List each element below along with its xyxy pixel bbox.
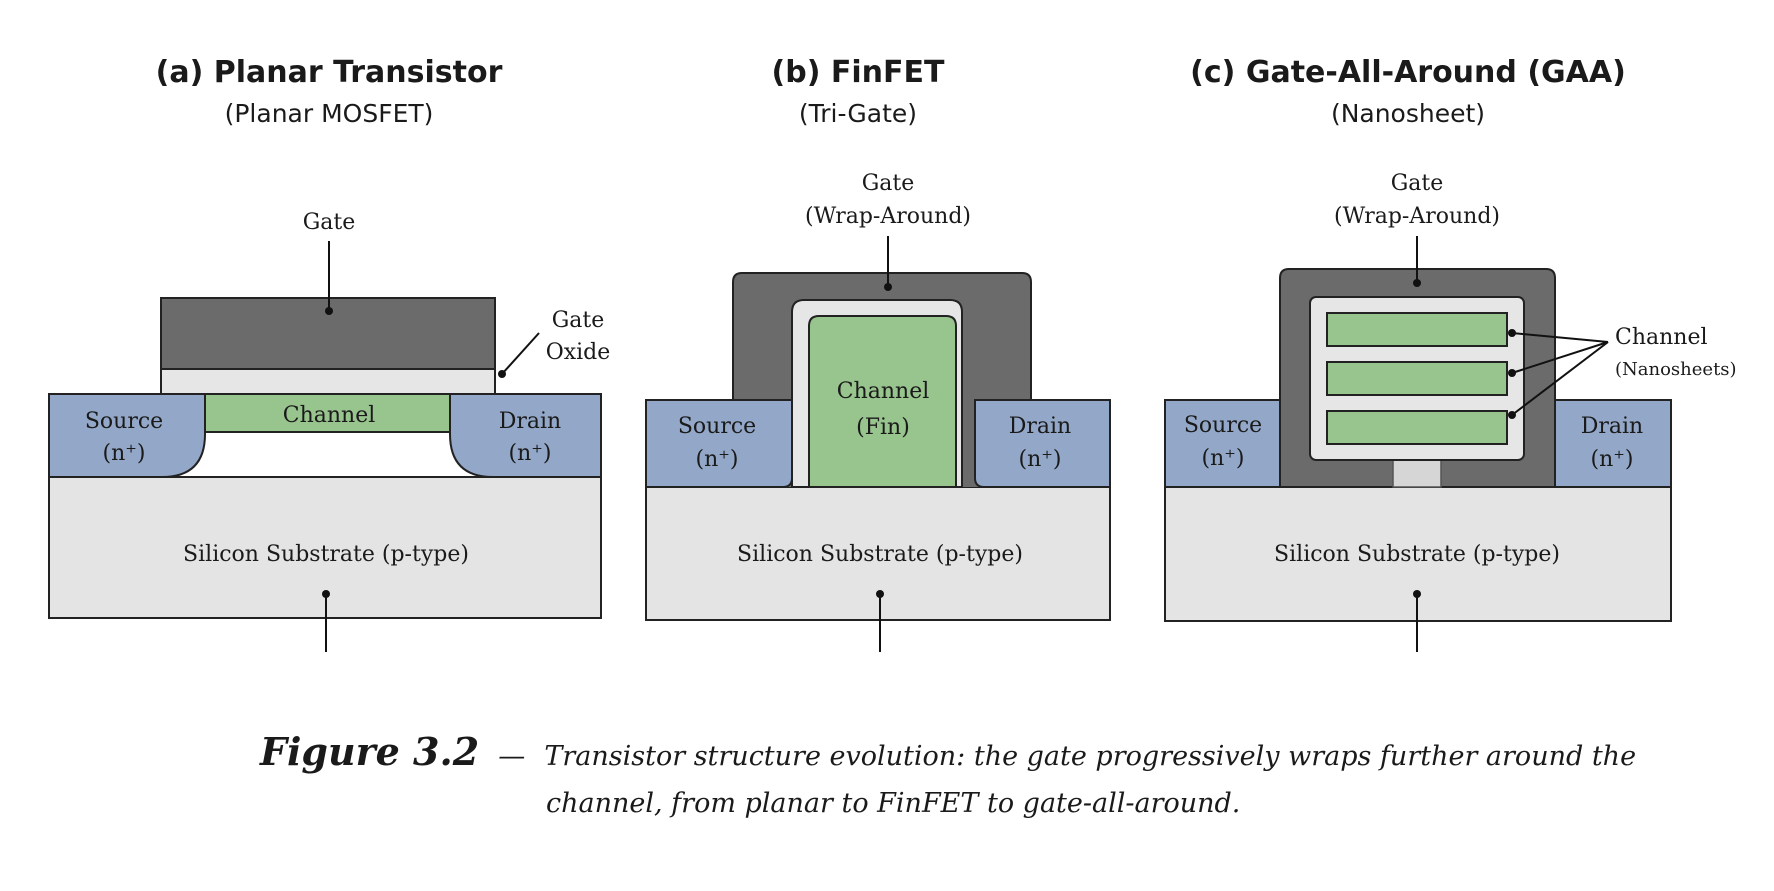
- gate-leader-dot: [325, 307, 333, 315]
- substrate-label: Silicon Substrate (p-type): [737, 542, 1023, 567]
- gate-oxide: [160, 368, 496, 395]
- panel-finfet: (b) FinFET (Tri-Gate) Channel (Fin) Sour…: [645, 55, 1111, 652]
- drain-label: Drain: [1009, 414, 1071, 439]
- drain-label: Drain: [1581, 414, 1643, 439]
- panel-a-subtitle: (Planar MOSFET): [225, 99, 434, 128]
- gate-leader-dot: [884, 283, 892, 291]
- caption-dash: —: [498, 741, 525, 772]
- drain-doping-label: (n⁺): [509, 441, 552, 466]
- nanosheets-label: (Nanosheets): [1615, 359, 1737, 380]
- source-region: [48, 393, 206, 478]
- panel-c-subtitle: (Nanosheet): [1331, 99, 1485, 128]
- panel-planar: (a) Planar Transistor (Planar MOSFET) Ch…: [48, 55, 611, 652]
- drain-doping-label: (n⁺): [1591, 447, 1634, 472]
- panel-b-subtitle: (Tri-Gate): [799, 99, 917, 128]
- panel-a-title: (a) Planar Transistor: [156, 55, 503, 90]
- source-label: Source: [1184, 413, 1262, 438]
- gate-oxide-label-2: Oxide: [546, 340, 611, 365]
- source-label: Source: [678, 414, 756, 439]
- channel-leader-top: [1511, 332, 1609, 343]
- nanosheet-top: [1326, 312, 1508, 347]
- source-doping-label: (n⁺): [103, 441, 146, 466]
- oxide-leader-line: [501, 332, 540, 375]
- panel-b-title: (b) FinFET: [772, 55, 945, 90]
- gate-leader-dot: [1413, 279, 1421, 287]
- caption-text-1: Transistor structure evolution: the gate…: [544, 741, 1636, 772]
- source-label: Source: [85, 409, 163, 434]
- nanosheet-bottom: [1326, 410, 1508, 445]
- channel-label: Channel: [837, 379, 930, 404]
- drain-region: [974, 399, 1111, 488]
- channel-leader-dot: [1508, 411, 1516, 419]
- caption-line-1: Figure 3.2 — Transistor structure evolut…: [259, 729, 1636, 774]
- drain-doping-label: (n⁺): [1019, 447, 1062, 472]
- pedestal: [1392, 459, 1442, 488]
- substrate-label: Silicon Substrate (p-type): [183, 542, 469, 567]
- channel-leader-dot: [1508, 369, 1516, 377]
- gate-oxide-label-1: Gate: [552, 308, 605, 333]
- gate-label: Gate: [862, 171, 915, 196]
- channel-label: Channel: [283, 403, 376, 428]
- gate-label: Gate: [1391, 171, 1444, 196]
- drain-region: [1554, 399, 1672, 488]
- drain-region: [449, 393, 602, 478]
- fin-channel: [808, 315, 957, 488]
- source-doping-label: (n⁺): [1202, 446, 1245, 471]
- source-region: [1164, 399, 1281, 488]
- figure-caption: Figure 3.2 — Transistor structure evolut…: [259, 729, 1636, 819]
- source-region: [645, 399, 793, 488]
- channel-leader-dot: [1508, 329, 1516, 337]
- fin-label: (Fin): [856, 415, 910, 440]
- caption-text-2: channel, from planar to FinFET to gate-a…: [546, 788, 1240, 819]
- channel-leader-middle: [1511, 341, 1609, 374]
- channel-leader-bottom: [1511, 341, 1609, 416]
- source-doping-label: (n⁺): [696, 447, 739, 472]
- gate-wrap-label: (Wrap-Around): [805, 204, 971, 229]
- channel-label: Channel: [1615, 325, 1708, 350]
- panel-gaa: (c) Gate-All-Around (GAA) (Nanosheet) So…: [1164, 55, 1737, 652]
- gate-label: Gate: [303, 210, 356, 235]
- gate-wrap-label: (Wrap-Around): [1334, 204, 1500, 229]
- substrate-label: Silicon Substrate (p-type): [1274, 542, 1560, 567]
- nanosheet-middle: [1326, 361, 1508, 396]
- figure-number: Figure 3.2: [259, 729, 479, 774]
- substrate: [645, 486, 1111, 621]
- oxide-leader-dot: [498, 370, 506, 378]
- panel-c-title: (c) Gate-All-Around (GAA): [1190, 55, 1626, 90]
- drain-label: Drain: [499, 409, 561, 434]
